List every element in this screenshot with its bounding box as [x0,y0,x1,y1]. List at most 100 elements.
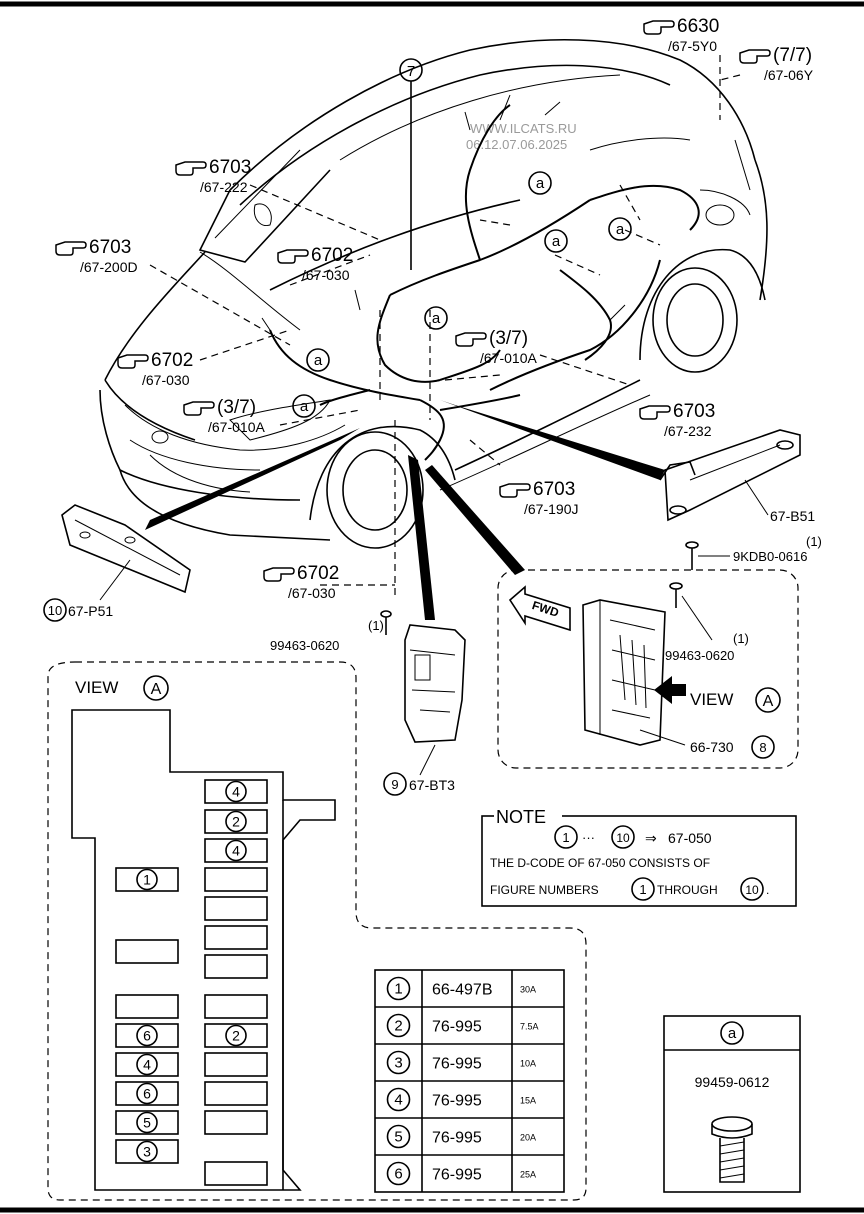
svg-text:.: . [766,883,769,897]
bolt-9KDB0-0616: (1) 9KDB0-0616 [685,534,822,570]
svg-text:99463-0620: 99463-0620 [665,648,734,663]
fuse-slot: 2 [204,809,268,834]
callout-ref: /67-06Y [764,67,814,83]
callout-ref: /67-030 [302,267,350,283]
marker-a-letter: a [314,352,323,369]
marker-a: a [306,348,330,372]
fuse-amperage: 7.5A [520,1022,539,1032]
marker-a-letter: a [552,233,561,250]
callout-code: 6703 [89,237,131,258]
callout-ref: /67-5Y0 [668,38,717,54]
callout: 6703/67-190J [499,479,578,517]
fuse-number: 3 [394,1055,402,1072]
fuse-part-number: 66-497B [432,982,493,999]
marker-a: a [528,171,552,195]
marker-a-letter: a [300,398,309,415]
fuse-slot [204,994,268,1019]
fuse-part-number: 76-995 [432,1056,482,1073]
note-box: NOTE 1 ··· 10 ⇒ 67-050 THE D-CODE OF 67-… [481,806,797,907]
fuse-amperage: 20A [520,1133,536,1143]
callout: (3/7)/67-010A [183,397,265,435]
marker-a-letter: a [616,221,625,238]
marker-a: a [424,306,448,330]
callout-code: 6630 [677,16,719,37]
pointing-hand-icon [277,249,309,264]
callout-code: 6702 [151,350,193,371]
pointer-wedges [145,400,665,620]
pointing-hand-icon [117,354,149,369]
callout-ref: /67-190J [524,501,578,517]
fuse-slot-number: 4 [232,843,240,859]
marker-a-letter: a [536,175,545,192]
svg-text:7: 7 [407,63,415,80]
fuse-slot [204,896,268,921]
callout: 6703/67-222 [175,157,251,195]
fuse-slot [204,1081,268,1106]
fuse-number: 1 [394,981,402,998]
callout: 6630/67-5Y0 [643,16,719,54]
fwd-arrow-icon: FWD [508,585,571,632]
svg-text:67-050: 67-050 [668,830,712,846]
svg-text:THE D-CODE OF 67-050 CONSIST: THE D-CODE OF 67-050 CONSISTS OF [490,856,710,870]
fuse-slot: 2 [204,1023,268,1048]
fuse-slot [204,867,268,892]
svg-text:A: A [763,693,774,710]
pointing-hand-icon [639,405,671,420]
svg-text:VIEW: VIEW [690,690,733,709]
watermark: WWW.ILCATS.RU 06.12.07.06.2025 [466,121,577,152]
fuse-slot [204,954,268,979]
fuse-slot-number: 6 [143,1086,151,1102]
fuse-number: 6 [394,1166,402,1183]
svg-text:8: 8 [759,740,766,755]
svg-text:66-730: 66-730 [690,739,734,755]
pointing-hand-icon [55,241,87,256]
pointing-hand-icon [499,483,531,498]
fuse-slot-number: 4 [143,1057,151,1073]
harness-wires [261,94,700,461]
callout-code: 6702 [311,245,353,266]
fuse-slot: 4 [204,779,268,804]
car-body-outline [99,39,768,549]
callout-code: 6702 [297,563,339,584]
fuse-slot-number: 2 [232,1028,240,1044]
callout-ref: /67-232 [664,423,712,439]
callout-ref: /67-030 [288,585,336,601]
marker-a: a [608,217,632,241]
callout-ref: /67-010A [208,419,265,435]
fuse-part-number: 76-995 [432,1019,482,1036]
fuse-slot-number: 1 [143,872,151,888]
fuse-slot [204,925,268,950]
ref-7: 7 [399,58,423,270]
callout: 6702/67-030 [117,350,193,388]
fuse-amperage: 25A [520,1170,536,1180]
module-67-BT3: (1) 99463-0620 9 67-BT3 [270,610,466,796]
svg-text:WWW.ILCATS.RU: WWW.ILCATS.RU [470,121,577,136]
callout: (7/7)/67-06Y [739,45,814,83]
svg-text:06.12.07.06.2025: 06.12.07.06.2025 [466,137,567,152]
svg-text:10: 10 [616,831,630,845]
fuse-number: 4 [394,1092,402,1109]
callout: 6702/67-030 [277,245,353,283]
bracket-67-P51: 10 67-P51 [43,504,191,622]
svg-text:···: ··· [582,830,595,845]
pointing-hand-icon [739,49,771,64]
fuse-amperage: 15A [520,1096,536,1106]
svg-text:(1): (1) [733,631,749,646]
svg-text:67-BT3: 67-BT3 [409,777,455,793]
fuse-slot: 6 [115,1081,179,1106]
callout: 6703/67-200D [55,237,138,275]
svg-text:(1): (1) [806,534,822,549]
pointing-hand-icon [263,567,295,582]
bracket-67-B51: 67-B51 [659,429,815,524]
callout-code: 6703 [533,479,575,500]
svg-text:99463-0620: 99463-0620 [270,638,339,653]
fuse-slot: 3 [115,1139,179,1164]
callout: 6703/67-232 [639,401,715,439]
